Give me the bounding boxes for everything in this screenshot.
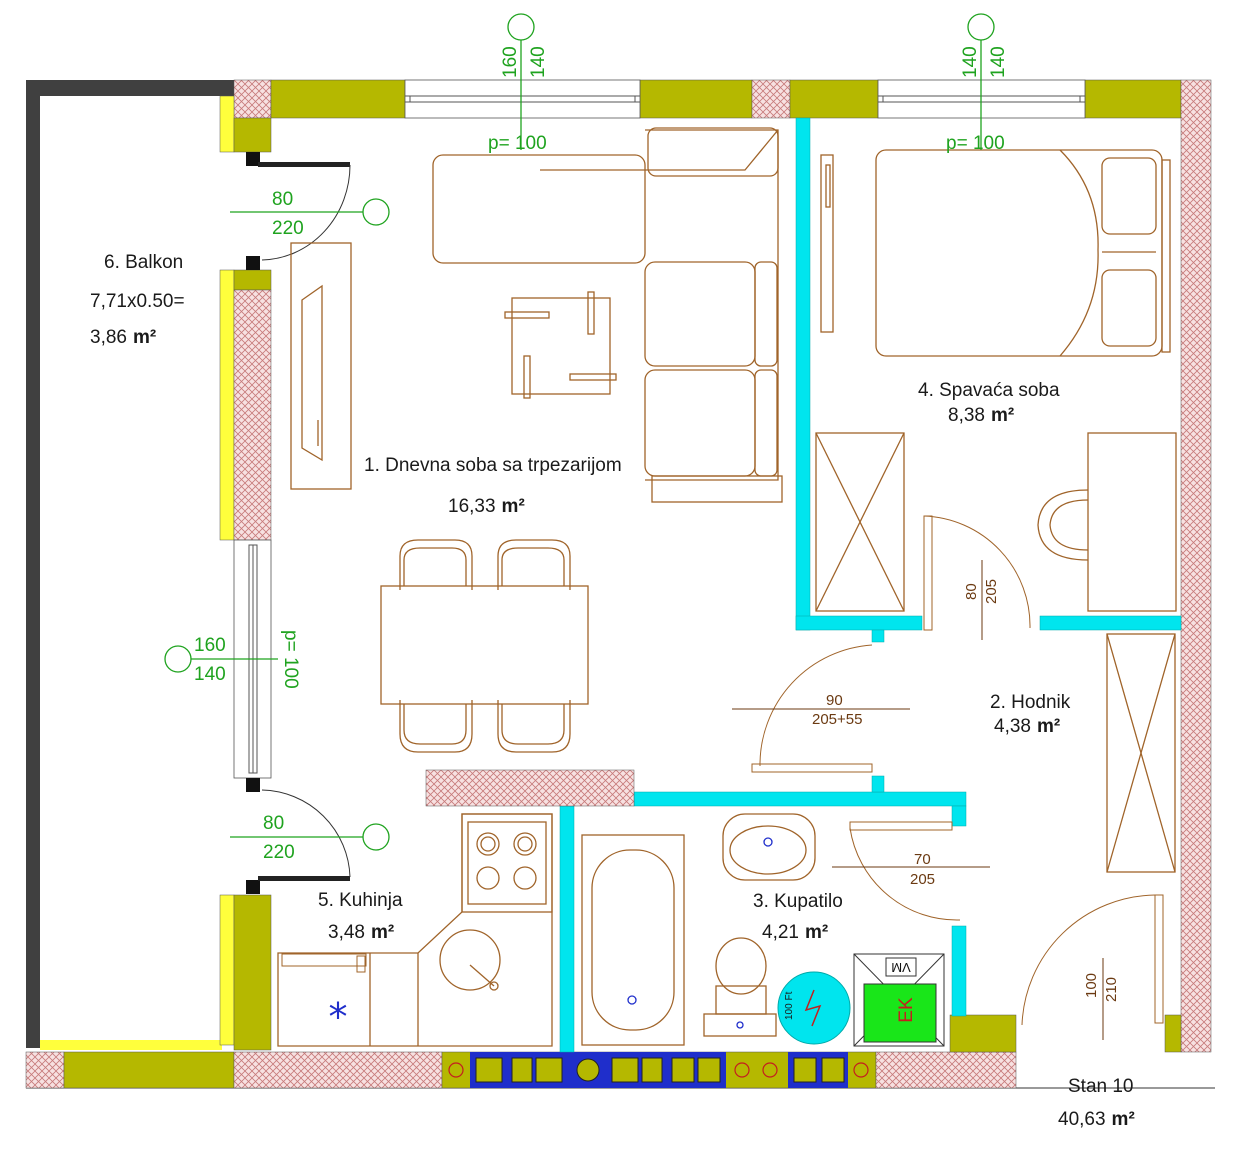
door-height-label: 205+55 <box>812 711 862 728</box>
door-height-label: 205 <box>983 579 1000 604</box>
room-area: 3,86 <box>90 327 127 348</box>
room-name: 3. Kupatilo <box>753 891 843 912</box>
room-area: 16,33 <box>448 496 496 517</box>
room-label-bathroom: 3. Kupatilo 4,21 m² <box>753 891 843 943</box>
room-area: 8,38 <box>948 405 985 426</box>
window-living-top <box>404 79 641 119</box>
coffee-table <box>504 291 617 399</box>
toilet <box>703 937 777 1037</box>
door-width-label: 80 <box>263 813 284 834</box>
partition-walls <box>559 117 1182 1053</box>
outer-walls <box>25 79 1212 1089</box>
dining-table <box>380 539 589 753</box>
dim-door-balcony-top: 80 220 <box>230 189 390 239</box>
dim-door-entrance: 100 210 <box>1083 958 1120 1040</box>
window-width-label: 160 <box>500 46 521 78</box>
dim-window-living-top: 160 140 p= 100 <box>488 13 549 154</box>
door-width-label: 100 <box>1083 973 1100 998</box>
tv-cabinet <box>290 242 352 490</box>
wardrobe-hallway <box>1106 633 1176 873</box>
window-height-label: 140 <box>528 46 549 78</box>
window-width-label: 160 <box>194 635 226 656</box>
room-label-hallway: 2. Hodnik 4,38 m² <box>990 692 1071 737</box>
door-height-label: 220 <box>272 218 304 239</box>
door-entrance <box>1021 894 1164 1026</box>
washer-label: VM <box>891 960 911 975</box>
door-balcony-top <box>246 152 351 270</box>
balcony-outline <box>26 80 1215 1089</box>
dim-window-bedroom-top: 140 140 p= 100 <box>946 13 1009 154</box>
room-label-kitchen: 5. Kuhinja 3,48 m² <box>318 890 403 943</box>
apartment-area-unit: m² <box>1112 1109 1135 1130</box>
room-name: 1. Dnevna soba sa trpezarijom <box>364 455 622 476</box>
bedroom-wall-shelf <box>820 154 834 333</box>
double-bed <box>875 149 1171 357</box>
dim-door-bathroom: 70 205 <box>832 851 990 888</box>
room-label-balcony: 6. Balkon 7,71x0.50= 3,86 m² <box>90 252 185 348</box>
desk-and-chair <box>1037 432 1177 612</box>
door-bathroom <box>849 821 961 921</box>
room-name: 2. Hodnik <box>990 692 1071 713</box>
room-name: 5. Kuhinja <box>318 890 403 911</box>
dim-window-living-left: 160 140 p= 100 <box>164 630 301 689</box>
window-parapet-label: p= 100 <box>280 630 301 689</box>
door-height-label: 210 <box>1103 977 1120 1002</box>
washbasin <box>722 813 816 881</box>
apartment-label: Stan 10 40,63 m² <box>1058 1076 1135 1130</box>
room-area-unit: m² <box>502 496 525 517</box>
fridge: * <box>281 953 367 1039</box>
window-parapet-label: p= 100 <box>946 133 1005 154</box>
room-area-unit: m² <box>991 405 1014 426</box>
kitchen-counter <box>277 813 553 1047</box>
sofa-corner <box>432 127 783 503</box>
door-width-label: 90 <box>826 692 843 709</box>
dim-door-bedroom: 80 205 <box>963 560 1000 640</box>
room-area-unit: m² <box>371 922 394 943</box>
door-height-label: 205 <box>910 871 935 888</box>
room-area-unit: m² <box>1037 716 1060 737</box>
room-formula: 7,71x0.50= <box>90 291 185 312</box>
svg-text:*: * <box>329 995 348 1039</box>
room-area-unit: m² <box>133 327 156 348</box>
room-area: 4,38 <box>994 716 1031 737</box>
door-bedroom <box>923 515 1031 631</box>
boiler-label: EK <box>896 997 917 1023</box>
door-width-label: 70 <box>914 851 931 868</box>
door-width-label: 80 <box>272 189 293 210</box>
apartment-name: Stan 10 <box>1068 1076 1134 1097</box>
kitchen-brick-wall <box>425 769 635 807</box>
wardrobe-bedroom <box>815 432 905 612</box>
room-label-living: 1. Dnevna soba sa trpezarijom 16,33 m² <box>364 455 622 517</box>
window-parapet-label: p= 100 <box>488 133 547 154</box>
window-height-label: 140 <box>988 46 1009 78</box>
water-heater-icon: 100 Ft <box>777 971 851 1045</box>
window-width-label: 140 <box>960 46 981 78</box>
room-label-bedroom: 4. Spavaća soba 8,38 m² <box>918 380 1060 426</box>
room-name: 4. Spavaća soba <box>918 380 1060 401</box>
dim-door-living: 90 205+55 <box>732 692 910 728</box>
heater-label: 100 Ft <box>784 991 795 1020</box>
bathtub <box>581 834 685 1046</box>
room-area-unit: m² <box>805 922 828 943</box>
door-balcony-bottom <box>246 778 351 894</box>
door-living <box>751 644 873 773</box>
dim-door-balcony-bottom: 80 220 <box>230 813 390 863</box>
washing-machine: VM EK <box>853 953 945 1047</box>
door-width-label: 80 <box>963 583 980 600</box>
room-name: 6. Balkon <box>104 252 183 273</box>
room-area: 4,21 <box>762 922 799 943</box>
room-area: 3,48 <box>328 922 365 943</box>
apartment-area: 40,63 <box>1058 1109 1106 1130</box>
ventilation-ducts <box>448 1052 869 1088</box>
window-height-label: 140 <box>194 664 226 685</box>
door-height-label: 220 <box>263 842 295 863</box>
